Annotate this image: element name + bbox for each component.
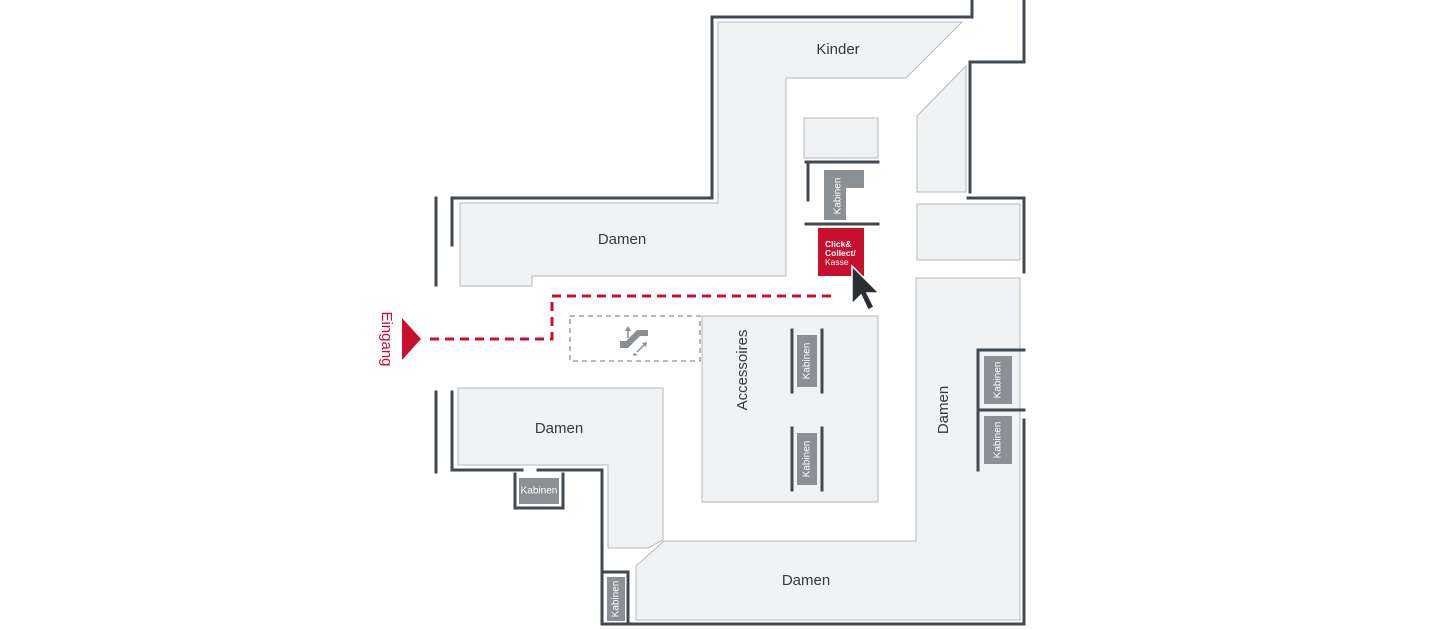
escalator-area[interactable] — [569, 315, 701, 362]
click-collect-line3: Kasse — [825, 257, 849, 267]
cabin-bottom-left[interactable] — [519, 478, 559, 504]
cabin-right-2[interactable] — [984, 416, 1012, 464]
cabin-center-1-label: Kabinen — [802, 343, 813, 380]
zone-right-middle — [916, 203, 1021, 261]
route-to-click-collect — [430, 294, 836, 341]
zones — [457, 21, 1021, 621]
cabin-top-label: Kabinen — [833, 178, 844, 215]
inner-walls — [513, 160, 1026, 626]
cabin-right-1[interactable] — [984, 356, 1012, 404]
entrance-arrow-icon — [402, 318, 421, 360]
cursor-arrow-icon — [851, 264, 881, 312]
cabin-bottom-corner-label: Kabinen — [611, 581, 622, 618]
label-damen-bottom: Damen — [782, 572, 830, 589]
click-collect-line2: Collect/ — [825, 248, 856, 258]
zone-labels: Kinder Damen Damen Damen Damen Accessoir… — [535, 41, 952, 589]
click-collect-counter[interactable]: Click& Collect/ Kasse — [818, 228, 864, 276]
entrance-label: Eingang — [378, 311, 395, 366]
cabin-center-1[interactable] — [797, 335, 817, 387]
cabin-right-2-label: Kabinen — [993, 422, 1004, 459]
label-kinder: Kinder — [816, 41, 859, 58]
outer-walls — [434, 0, 1026, 626]
zone-kinder[interactable] — [459, 21, 964, 287]
label-damen-right: Damen — [935, 386, 952, 434]
cabin-center-2-label: Kabinen — [802, 441, 813, 478]
escalator-icon — [620, 326, 648, 356]
zone-small-top — [803, 117, 879, 159]
cabin-center-2[interactable] — [797, 433, 817, 485]
zone-accessoires[interactable] — [701, 315, 879, 503]
cabin-bottom-left-label: Kabinen — [521, 486, 558, 497]
click-collect-line1: Click& — [825, 239, 851, 249]
label-damen-left: Damen — [535, 420, 583, 437]
cabin-bottom-corner[interactable] — [607, 577, 625, 621]
cabins: Kabinen Kabinen Kabinen Kabinen Kabinen … — [519, 170, 1012, 621]
label-accessoires: Accessoires — [734, 330, 751, 411]
zone-damen-bottom-right[interactable] — [635, 277, 1021, 621]
zone-damen-left[interactable] — [457, 387, 664, 549]
cabin-right-1-label: Kabinen — [993, 362, 1004, 399]
zone-right-upper — [916, 64, 967, 193]
cabin-top[interactable] — [824, 170, 864, 220]
click-collect-box — [818, 228, 864, 276]
label-damen-top: Damen — [598, 231, 646, 248]
entrance[interactable]: Eingang — [378, 311, 421, 367]
